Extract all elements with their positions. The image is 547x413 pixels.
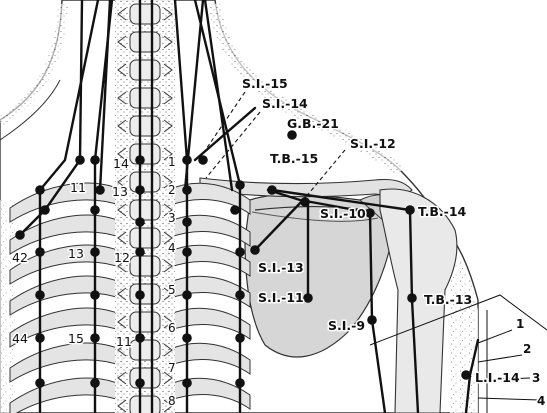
acupoint-dot [75,155,85,165]
vertebra [130,396,160,413]
acupoint-dot [90,290,100,300]
vertebra-number-3: 3 [168,211,176,225]
number-14: 14 [113,156,129,171]
acupoint-dot [90,205,100,215]
acupoint-dot [35,333,45,343]
vertebra [130,88,160,108]
acupoint-dot [367,315,377,325]
acupoint-dot [90,378,100,388]
vertebra-number-5: 5 [168,283,176,297]
vertebra [130,312,160,332]
vertebra-number-2: 2 [168,183,176,197]
acupoint-dot [461,370,471,380]
acupoint-dot [405,205,415,215]
acupoint-dot [15,230,25,240]
vertebra [130,32,160,52]
label-tb14: T.B.-14 [418,204,467,219]
acupoint-dot [182,185,192,195]
acupoint-dot [235,180,245,190]
acupoint-dot [300,197,310,207]
vertebra [130,60,160,80]
vertebra [130,144,160,164]
vertebra [130,116,160,136]
number-13-upper: 13 [112,184,128,199]
scale-number-4: 4 [537,394,545,408]
acupoint-dot [135,290,145,300]
acupoint-dot [35,247,45,257]
label-si9: S.I.-9 [328,318,365,333]
number-11-upper: 11 [70,180,86,195]
acupoint-dot [182,378,192,388]
acupoint-dot [135,185,145,195]
acupoint-dot [230,205,240,215]
label-si14: S.I.-14 [262,96,308,111]
acupoint-dot [287,130,297,140]
vertebra-number-1: 1 [168,155,176,169]
label-gb21: G.B.-21 [287,116,339,131]
acupoint-dot [182,290,192,300]
acupoint-dot [135,217,145,227]
label-tb13: T.B.-13 [424,292,472,307]
vertebra [130,368,160,388]
acupoint-dot [182,333,192,343]
acupoint-dot [35,185,45,195]
vertebra-number-4: 4 [168,241,176,255]
acupoint-dot [135,333,145,343]
acupoint-dot [90,333,100,343]
label-si15: S.I.-15 [242,76,288,91]
acupoint-dot [365,208,375,218]
acupoint-dot [135,155,145,165]
label-li14: L.I.-14 [475,370,520,385]
acupoint-dot [250,245,260,255]
scale-number-2: 2 [523,342,531,356]
label-tb15: T.B.-15 [270,151,318,166]
acupoint-dot [235,378,245,388]
vertebra [130,284,160,304]
vertebra [130,340,160,360]
acupoint-dot [135,247,145,257]
vertebral-column [115,0,175,413]
acupoint-dot [198,155,208,165]
acupoint-dot [182,217,192,227]
vertebra-number-6: 6 [168,321,176,335]
number-13-lower: 13 [68,246,84,261]
number-44: 44 [12,331,28,346]
acupoint-dot [303,293,313,303]
scale-number-1: 1 [516,317,524,331]
vertebra [130,200,160,220]
acupoint-dot [35,290,45,300]
label-si13: S.I.-13 [258,260,304,275]
number-11-lower: 11 [116,334,132,349]
acupoint-dot [235,290,245,300]
number-42: 42 [12,250,28,265]
acupoint-dot [90,155,100,165]
label-si11: S.I.-11 [258,290,304,305]
acupoint-dot [235,247,245,257]
vertebra-number-7: 7 [168,361,176,375]
number-12: 12 [114,250,130,265]
label-si12: S.I.-12 [350,136,396,151]
vertebra [130,4,160,24]
acupoint-dot [135,378,145,388]
acupoint-dot [35,378,45,388]
vertebra [130,256,160,276]
acupoint-dot [95,185,105,195]
scale-number-3: 3 [532,371,540,385]
acupoint-dot [182,247,192,257]
acupoint-dot [182,155,192,165]
acupoint-dot [90,247,100,257]
acupoint-dot [267,185,277,195]
label-si10: S.I.-10 [320,206,366,221]
vertebra [130,172,160,192]
acupoint-dot [407,293,417,303]
acupoint-dot [40,205,50,215]
acupoint-dot [235,333,245,343]
number-15: 15 [68,331,84,346]
vertebra [130,228,160,248]
vertebra-number-8: 8 [168,394,176,408]
